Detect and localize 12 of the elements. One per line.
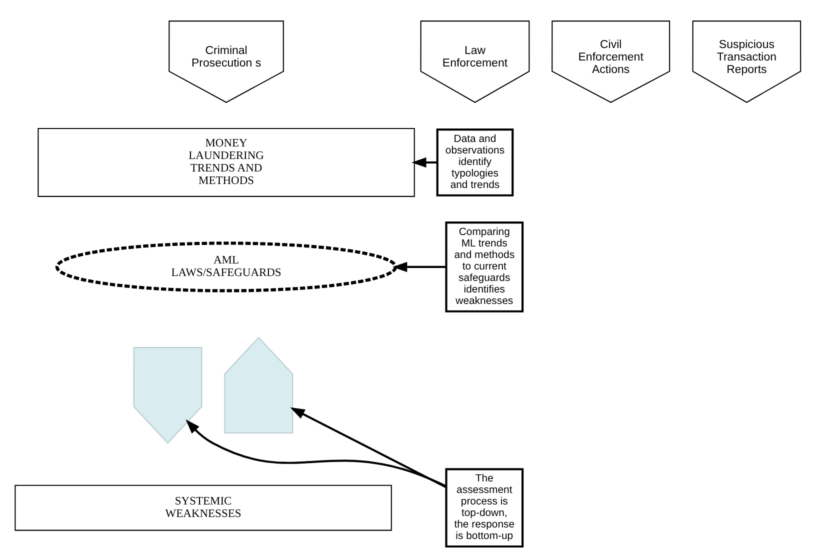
arrow xyxy=(392,262,446,272)
node-box: Data and observations identify typologies and trends xyxy=(436,128,514,196)
arrow xyxy=(290,407,446,488)
node-arrow xyxy=(224,336,293,434)
node-box: The assessment process is top-down, the response is bottom-up xyxy=(444,468,524,548)
node-ellipse: AML LAWS/SAFEGUARDS xyxy=(54,242,397,292)
node-box: SYSTEMIC WEAKNESSES xyxy=(14,484,392,531)
arrow xyxy=(185,419,446,488)
node-box: MONEY LAUNDERING TRENDS AND METHODS xyxy=(37,128,414,197)
arrow xyxy=(411,157,437,168)
node-box: Comparing ML trends and methods to current safeguards identifies weaknesses xyxy=(444,222,524,312)
node-arrow xyxy=(132,347,202,444)
